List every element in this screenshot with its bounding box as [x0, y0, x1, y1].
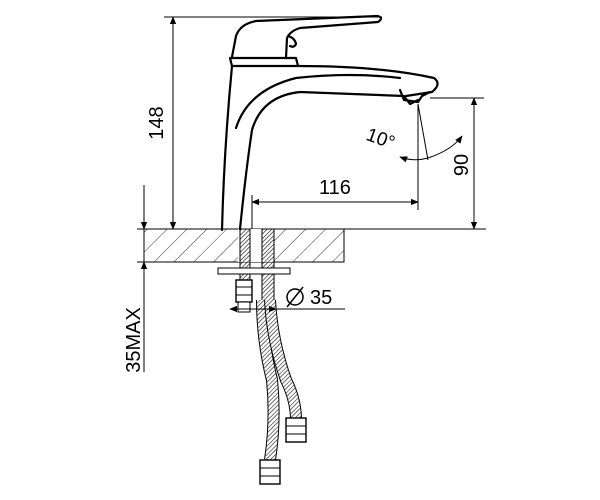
- supply-hose-upper: [261, 228, 275, 302]
- spout-underside: [238, 90, 420, 231]
- body-sculpt-line: [234, 73, 402, 130]
- flexible-hoses: [256, 299, 307, 485]
- faucet-body: [220, 14, 439, 232]
- spout-reach-label: 116: [319, 177, 351, 199]
- lever-handle: [230, 14, 383, 60]
- height-total-label: 148: [146, 106, 168, 139]
- fixing-nut: [235, 279, 253, 303]
- dimension-spout-height: 90: [430, 97, 484, 230]
- dimension-hole-diameter: 35: [229, 286, 345, 313]
- spout-angle-label: 10°: [363, 124, 397, 154]
- spout-height-label: 90: [451, 154, 473, 176]
- dimension-spout-angle: 10°: [363, 103, 463, 163]
- body-front: [220, 64, 234, 232]
- lever-grip: [286, 34, 298, 48]
- diameter-icon: [286, 286, 304, 308]
- cartridge-housing: [228, 56, 300, 68]
- hose-fitting-right: [285, 417, 307, 443]
- mounting-plate: [217, 267, 291, 275]
- max-thickness-label: 35MAX: [123, 307, 145, 373]
- hose-fitting-left: [259, 459, 281, 485]
- dimension-max-thickness: 35MAX: [123, 185, 148, 373]
- spout-top: [296, 64, 439, 98]
- dimension-spout-reach: 116: [251, 104, 419, 229]
- countertop: [143, 228, 486, 263]
- hose-left: [257, 299, 279, 461]
- aerator: [398, 88, 432, 104]
- dimension-total-height: 148: [146, 16, 382, 230]
- hose-right: [265, 299, 301, 421]
- hole-diameter-label: 35: [310, 287, 332, 309]
